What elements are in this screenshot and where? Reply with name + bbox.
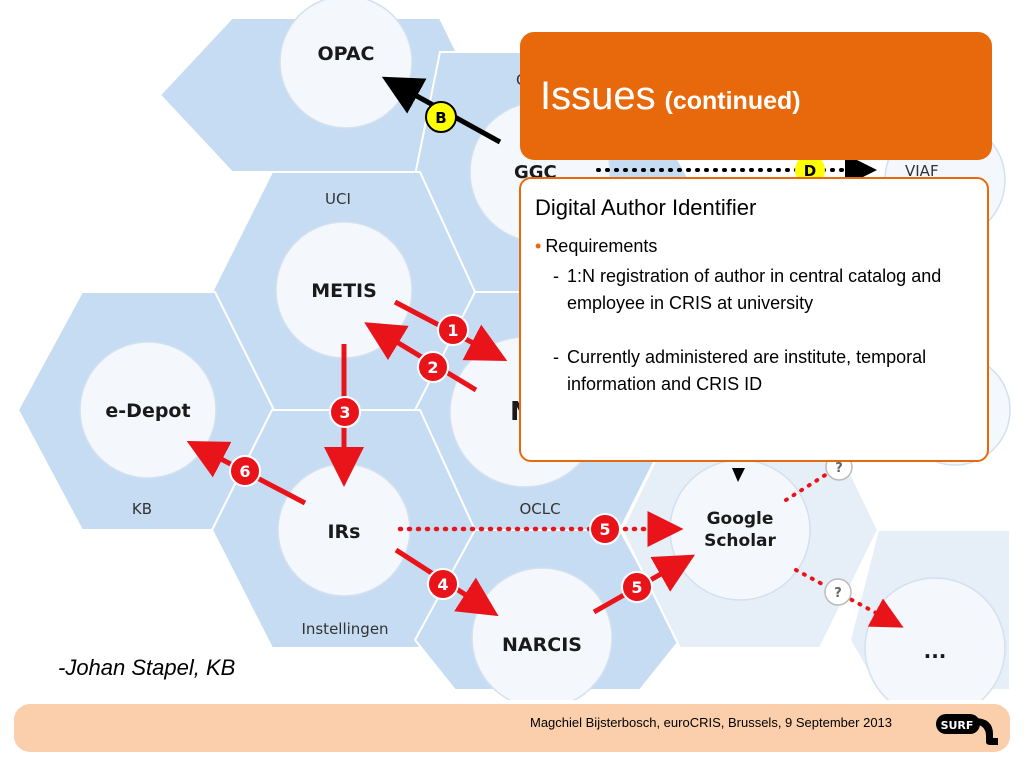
svg-text:3: 3 — [339, 403, 350, 422]
slide-title: Issues (continued) — [540, 74, 801, 119]
bullet-dot-icon: • — [535, 236, 542, 256]
opac-label: OPAC — [318, 43, 375, 65]
badge-4: 4 — [427, 568, 459, 600]
footer-bar: Magchiel Bijsterbosch, euroCRIS, Brussel… — [14, 704, 1010, 752]
svg-text:4: 4 — [437, 575, 448, 594]
svg-text:6: 6 — [239, 462, 250, 481]
node-labels: OPAC C GGC VIAF METIS e-Depot N IRs Goog… — [105, 43, 946, 663]
narcis-node — [471, 567, 613, 700]
surf-logo-icon: SURF — [936, 714, 998, 745]
badge-5-narcis: 5 — [621, 571, 653, 603]
dash-icon: - — [553, 347, 559, 367]
svg-text:B: B — [435, 109, 446, 127]
metis-label: METIS — [311, 280, 377, 302]
svg-text:?: ? — [834, 586, 842, 601]
instellingen-region-label: Instellingen — [301, 620, 388, 638]
uci-region-label: UCI — [325, 190, 351, 208]
opac-node — [279, 0, 413, 129]
irs-label: IRs — [327, 521, 360, 543]
edepot-label: e-Depot — [105, 400, 190, 422]
badge-6: 6 — [229, 455, 261, 487]
content-heading: Digital Author Identifier — [535, 195, 757, 220]
viaf-label: VIAF — [905, 162, 939, 180]
sub-item-registration: - 1:N registration of author in central … — [553, 263, 953, 317]
logo-text: SURF — [941, 719, 974, 732]
arrow-google-up-dotted — [784, 470, 832, 502]
content-box: Digital Author Identifier •Requirements … — [519, 177, 989, 462]
narcis-label: NARCIS — [502, 634, 582, 656]
badge-1: 1 — [437, 314, 469, 346]
ellipsis-label: ... — [924, 639, 947, 663]
title-box: Issues (continued) — [520, 32, 992, 160]
oclc-region-label: OCLC — [519, 500, 560, 518]
title-main: Issues — [540, 74, 656, 118]
question-badge-bottom: ? — [824, 578, 852, 606]
badge-2: 2 — [417, 351, 449, 383]
quote-attribution: -Johan Stapel, KB — [58, 655, 236, 680]
svg-text:5: 5 — [631, 578, 642, 597]
svg-text:1: 1 — [447, 321, 458, 340]
title-sub: (continued) — [664, 87, 801, 115]
sub-item-administered: - Currently administered are institute, … — [553, 344, 953, 398]
requirements-label: Requirements — [545, 236, 658, 256]
svg-text:2: 2 — [427, 358, 438, 377]
badge-3: 3 — [329, 396, 361, 428]
sub-item-text: 1:N registration of author in central ca… — [567, 266, 942, 313]
ecosystem-diagram: OPAC C GGC VIAF METIS e-Depot N IRs Goog… — [16, 0, 1011, 700]
badge-5-dotted: 5 — [589, 513, 621, 545]
sub-item-text: Currently administered are institute, te… — [567, 347, 927, 394]
badge-b: B — [425, 101, 457, 133]
footer-text: Magchiel Bijsterbosch, euroCRIS, Brussel… — [530, 715, 893, 730]
svg-text:?: ? — [835, 461, 843, 476]
svg-text:5: 5 — [599, 520, 610, 539]
google-label-line1: Google — [707, 509, 774, 529]
google-node — [669, 459, 811, 601]
google-label-line2: Scholar — [704, 531, 776, 551]
edepot-node — [79, 341, 217, 479]
kb-region-label: KB — [132, 500, 152, 518]
region-labels: UCI KB OCLC Instellingen — [132, 190, 561, 638]
svg-text:D: D — [804, 162, 816, 180]
dash-icon: - — [553, 266, 559, 286]
requirements-bullet: •Requirements — [535, 236, 657, 257]
arrow-down-to-google — [732, 468, 745, 482]
